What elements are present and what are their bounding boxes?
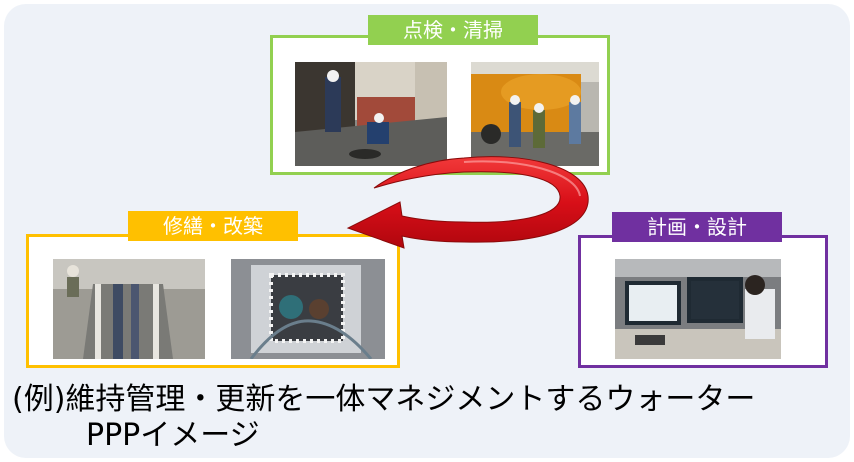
- pipe-trench-photo: [53, 259, 205, 359]
- diagram-background: 点検・清掃: [4, 4, 850, 458]
- pipe-interior-photo: [231, 259, 385, 359]
- cycle-arrow-icon: [346, 156, 589, 249]
- design-office-photo: [615, 259, 781, 359]
- caption-line-2: PPPイメージ: [86, 418, 260, 453]
- caption-line-1: (例)維持管理・更新を一体マネジメントするウォーター: [12, 382, 756, 417]
- inspection-workers-photo: [295, 62, 447, 166]
- vacuum-truck-photo: [471, 62, 599, 166]
- planning-label: 計画・設計: [612, 212, 782, 242]
- inspection-label: 点検・清掃: [368, 15, 538, 45]
- repair-panel: [26, 234, 400, 368]
- repair-label: 修繕・改築: [128, 211, 298, 241]
- inspection-panel: [270, 35, 610, 175]
- planning-panel: [578, 235, 828, 368]
